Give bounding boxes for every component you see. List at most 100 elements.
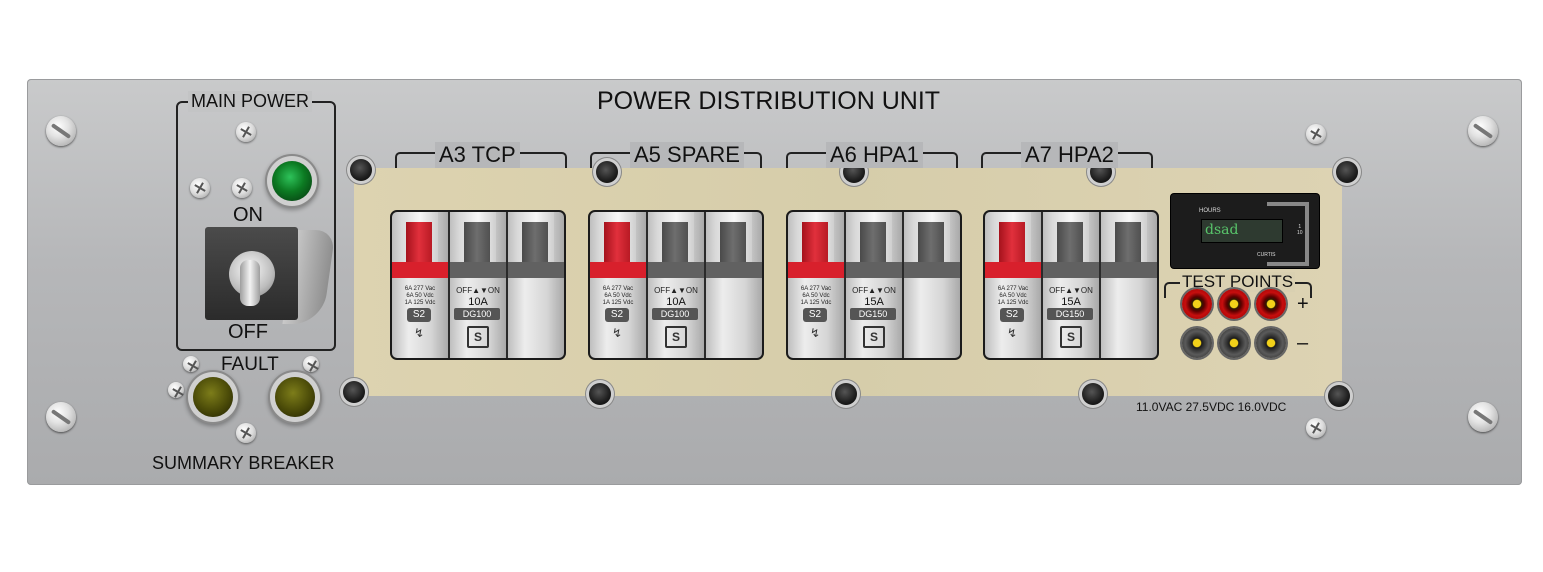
test-point-plus-2[interactable] — [1219, 289, 1249, 319]
breaker-lever[interactable] — [648, 262, 704, 278]
test-points-plus-label: + — [1297, 293, 1309, 315]
brand-logo-icon: S — [467, 326, 489, 348]
breaker-lever[interactable] — [904, 262, 960, 278]
breaker-lever[interactable] — [508, 262, 564, 278]
breaker-lever[interactable] — [450, 262, 506, 278]
breaker-pole[interactable] — [508, 212, 564, 358]
breaker-lever[interactable] — [392, 262, 448, 278]
mounting-bolt-icon — [589, 383, 611, 405]
toggle-off-label: OFF — [228, 321, 268, 343]
breaker-offon-label: OFF▲▼ON — [456, 286, 500, 295]
breaker-amp-rating: 15A — [864, 296, 884, 308]
breaker-handle[interactable] — [1057, 222, 1083, 268]
phillips-screw-icon — [1306, 418, 1326, 438]
brand-logo-icon: S — [665, 326, 687, 348]
breaker-rating-line: 6A 277 Vac — [800, 286, 832, 292]
breaker-rating-line: 6A 50 Vdc — [604, 293, 632, 299]
breaker-handle[interactable] — [406, 222, 432, 268]
fault-lamp-left — [193, 377, 233, 417]
breaker-rating-line: 1A 125 Vdc — [997, 300, 1029, 306]
breaker-pole[interactable] — [706, 212, 762, 358]
panel-screw-icon — [1468, 116, 1498, 146]
breaker-handle[interactable] — [999, 222, 1025, 268]
breaker-pole[interactable] — [904, 212, 960, 358]
hour-meter-value: dsad — [1205, 222, 1239, 238]
breaker-rating-line: 6A 50 Vdc — [999, 293, 1027, 299]
test-point-plus-1[interactable] — [1182, 289, 1212, 319]
breaker-rating-line: 6A 277 Vac — [997, 286, 1029, 292]
breaker-handle[interactable] — [662, 222, 688, 268]
mounting-bolt-icon — [1328, 385, 1350, 407]
breaker-handle[interactable] — [802, 222, 828, 268]
toggle-lever[interactable] — [240, 260, 260, 306]
phillips-screw-icon — [236, 122, 256, 142]
phillips-screw-icon — [236, 423, 256, 443]
breaker-badge: S2 — [1000, 308, 1024, 322]
breaker-rating-line: 1A 125 Vdc — [404, 300, 436, 306]
mounting-bolt-icon — [350, 159, 372, 181]
test-point-minus-1[interactable] — [1182, 328, 1212, 358]
breaker-group-label: A3 TCP — [435, 142, 520, 168]
hour-meter-frame — [1267, 202, 1309, 266]
trip-curve-icon: ↯ — [414, 326, 425, 340]
breaker-lever[interactable] — [985, 262, 1041, 278]
breaker-model: DG150 — [850, 308, 896, 320]
fault-label: FAULT — [221, 354, 279, 375]
breaker-badge: S2 — [803, 308, 827, 322]
breaker-offon-label: OFF▲▼ON — [654, 286, 698, 295]
mounting-bolt-icon — [1082, 383, 1104, 405]
breaker-badge: S2 — [407, 308, 431, 322]
breaker-rating-line: 6A 277 Vac — [404, 286, 436, 292]
trip-curve-icon: ↯ — [612, 326, 623, 340]
breaker-lever[interactable] — [788, 262, 844, 278]
breaker-amp-rating: 10A — [666, 296, 686, 308]
test-point-plus-3[interactable] — [1256, 289, 1286, 319]
panel-screw-icon — [1468, 402, 1498, 432]
breaker-lever[interactable] — [590, 262, 646, 278]
breaker-amp-rating: 10A — [468, 296, 488, 308]
breaker-model: DG100 — [454, 308, 500, 320]
breaker-rating-line: 6A 277 Vac — [602, 286, 634, 292]
test-point-minus-3[interactable] — [1256, 328, 1286, 358]
fault-lamp-right — [275, 377, 315, 417]
breaker-group-label: A5 SPARE — [630, 142, 744, 168]
panel-screw-icon — [46, 402, 76, 432]
summary-breaker-label: SUMMARY BREAKER — [152, 453, 335, 473]
test-point-minus-2[interactable] — [1219, 328, 1249, 358]
breaker-handle[interactable] — [522, 222, 548, 268]
breaker-model: DG100 — [652, 308, 698, 320]
breaker-handle[interactable] — [918, 222, 944, 268]
breaker-rating-line: 1A 125 Vdc — [800, 300, 832, 306]
breaker-handle[interactable] — [720, 222, 746, 268]
breaker-amp-rating: 15A — [1061, 296, 1081, 308]
breaker-group-label: A7 HPA2 — [1021, 142, 1118, 168]
breaker-lever[interactable] — [1101, 262, 1157, 278]
breaker-lever[interactable] — [1043, 262, 1099, 278]
breaker-handle[interactable] — [860, 222, 886, 268]
mounting-bolt-icon — [596, 161, 618, 183]
breaker-rating-line: 1A 125 Vdc — [602, 300, 634, 306]
brand-logo-icon: S — [1060, 326, 1082, 348]
breaker-handle[interactable] — [604, 222, 630, 268]
breaker-handle[interactable] — [1115, 222, 1141, 268]
breaker-handle[interactable] — [464, 222, 490, 268]
breaker-lever[interactable] — [706, 262, 762, 278]
breaker-rating-line: 6A 50 Vdc — [802, 293, 830, 299]
brand-logo-icon: S — [863, 326, 885, 348]
test-points-title: TEST POINTS — [1180, 272, 1296, 292]
breaker-model: DG150 — [1047, 308, 1093, 320]
breaker-lever[interactable] — [846, 262, 902, 278]
breaker-pole[interactable] — [1101, 212, 1157, 358]
